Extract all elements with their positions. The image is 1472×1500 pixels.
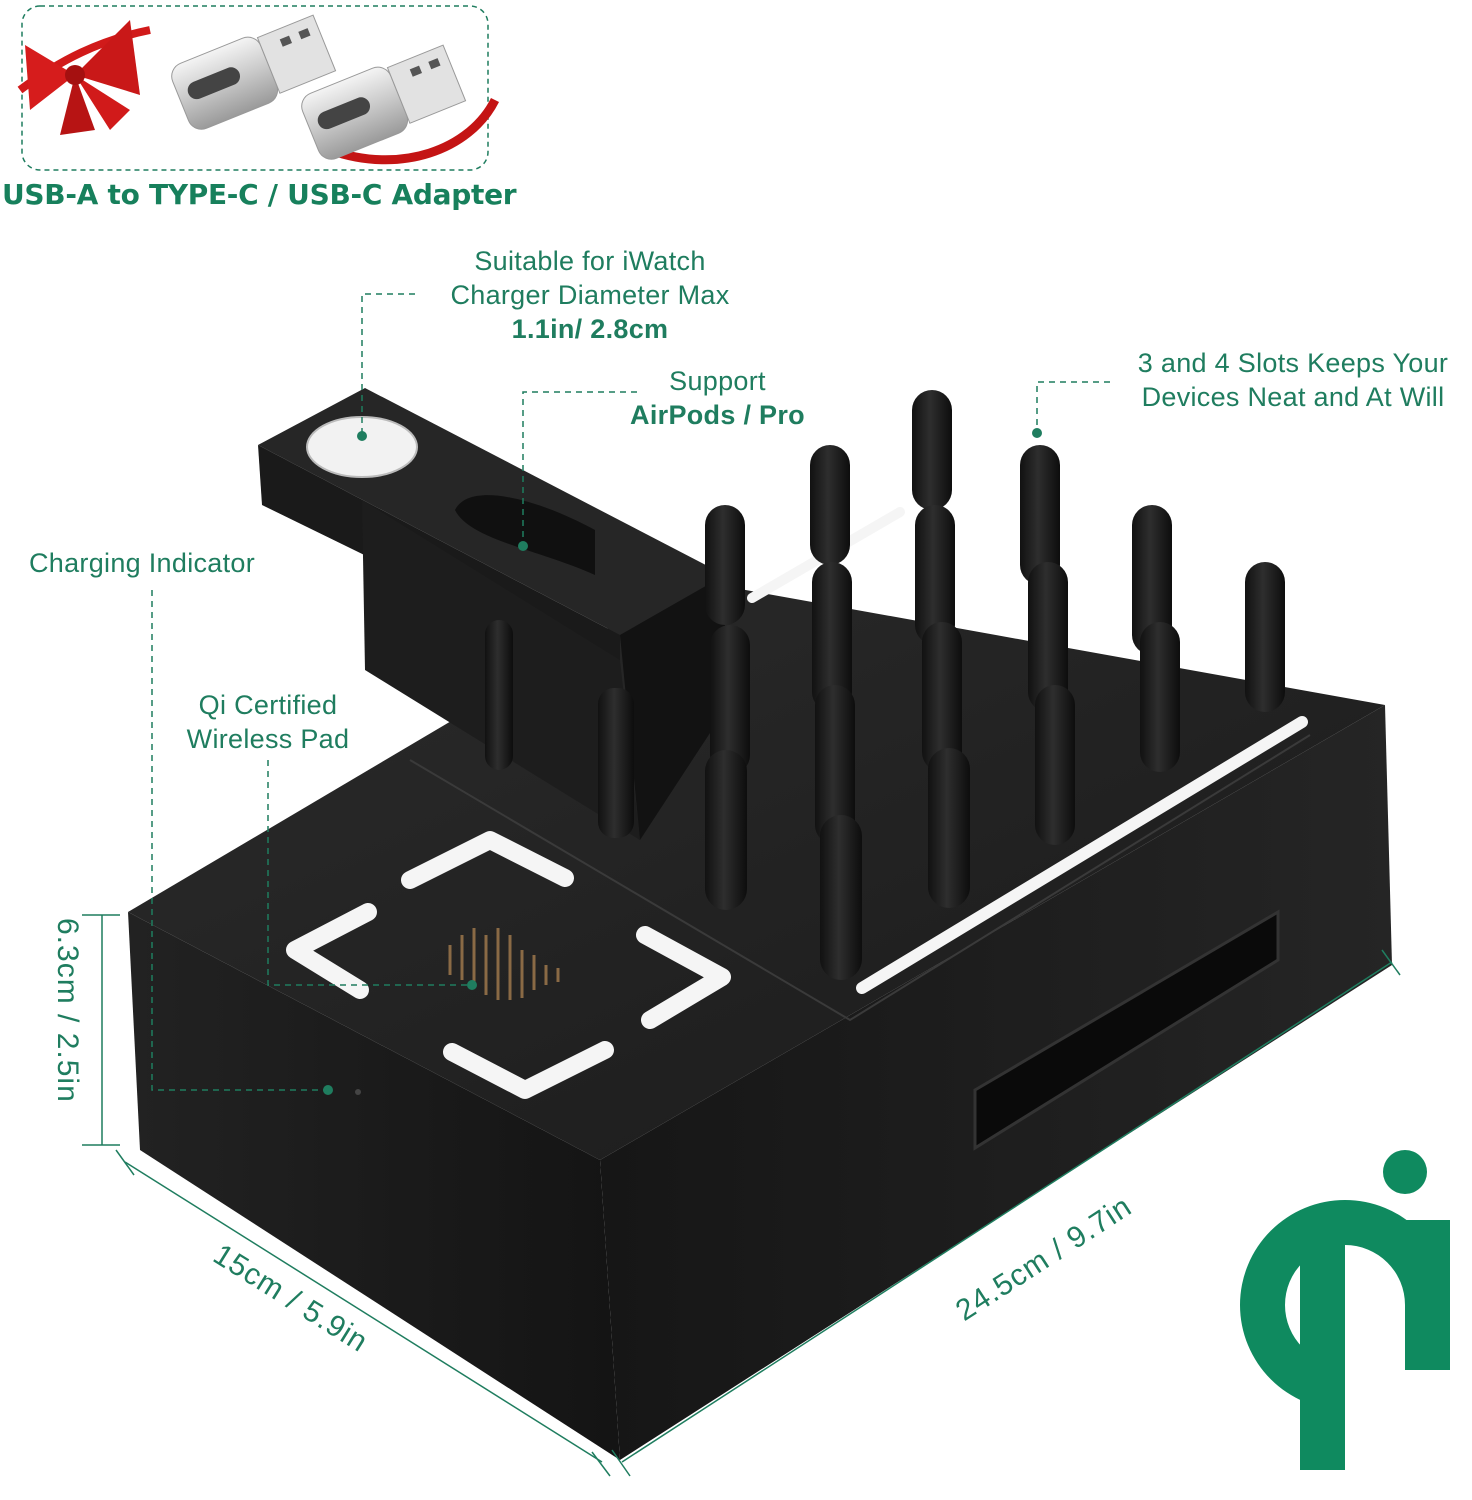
adapter-caption: USB-A to TYPE-C / USB-C Adapter [2, 178, 517, 211]
airpods-callout: Support AirPods / Pro [600, 364, 835, 432]
airpods-callout-line2: AirPods / Pro [630, 400, 805, 430]
airpods-callout-line1: Support [669, 366, 766, 396]
slot-light-strip [856, 716, 1308, 994]
iwatch-callout-size: 1.1in/ 2.8cm [511, 314, 669, 344]
adapter-gift-box [17, 5, 500, 171]
slots-callout: 3 and 4 Slots Keeps Your Devices Neat an… [1112, 346, 1472, 414]
watch-airpods-holder [258, 388, 725, 840]
wireless-pad [286, 831, 731, 1099]
iwatch-callout-line1: Suitable for iWatch [474, 246, 706, 276]
iwatch-callout: Suitable for iWatch Charger Diameter Max… [420, 244, 760, 346]
qi-logo-icon [1240, 1150, 1450, 1470]
usb-adapter-icon [171, 14, 337, 130]
usb-adapter-icon [301, 44, 467, 160]
iwatch-callout-line2: Charger Diameter Max [450, 280, 730, 310]
charging-indicator-light [355, 1089, 361, 1095]
callout-dots [323, 428, 1042, 1095]
airpods-cradle [455, 495, 595, 575]
callout-leaders [151, 293, 1110, 1091]
qi-pad-callout: Qi Certified Wireless Pad [170, 688, 366, 756]
height-dimension: 6.3cm / 2.5in [51, 918, 84, 1103]
dimension-lines [82, 914, 1401, 1477]
qi-pad-callout-line2: Wireless Pad [186, 724, 350, 754]
charging-indicator-callout: Charging Indicator [28, 548, 256, 578]
slots-callout-line2: Devices Neat and At Will [1141, 382, 1445, 412]
bow-icon [25, 20, 140, 135]
wireless-charging-logo-icon [448, 928, 560, 1000]
qi-pad-callout-line1: Qi Certified [198, 690, 338, 720]
slots-callout-line1: 3 and 4 Slots Keeps Your [1137, 348, 1449, 378]
device-divider-pegs [705, 390, 1285, 980]
watch-charger-puck [306, 416, 418, 478]
